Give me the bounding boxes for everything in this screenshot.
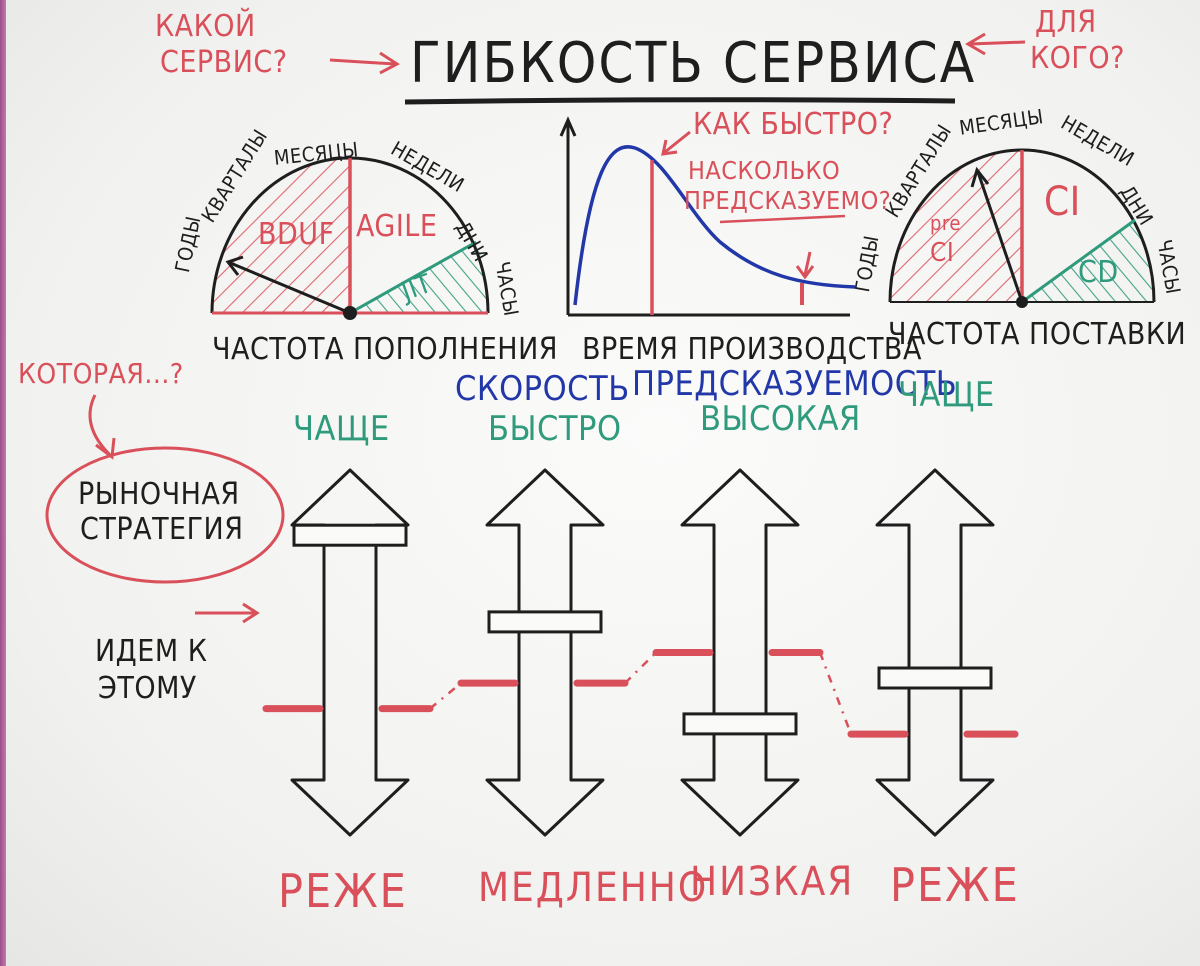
target-connector-2: [624, 651, 657, 684]
distribution-curve: [573, 145, 856, 306]
scale1-bottom: РЕЖЕ: [278, 864, 408, 918]
scale4-top: ЧАЩЕ: [898, 375, 995, 415]
right-gauge: [888, 148, 1156, 308]
strategy-label-1: РЫНОЧНАЯ: [78, 477, 240, 512]
segment-bduf: BDUF: [258, 217, 335, 252]
question-for-whom-2: КОГО?: [1030, 41, 1125, 76]
arrow-left-question-head: [379, 51, 400, 75]
scale-2-arrow: [485, 468, 605, 837]
strategy-label-2: СТРАТЕГИЯ: [80, 512, 244, 547]
segment-ci-small: CI: [930, 238, 955, 268]
question-predictability-1: НАСКОЛЬКО: [688, 156, 841, 185]
scale3-top: ВЫСОКАЯ: [700, 399, 861, 439]
question-speed: КАК БЫСТРО?: [693, 107, 894, 142]
segment-ci-large: CI: [1044, 179, 1081, 225]
scale2-heading: СКОРОСТЬ: [455, 369, 630, 409]
strategy-question: КОТОРАЯ...?: [18, 357, 184, 390]
title-underline: [404, 97, 956, 105]
scale2-top: БЫСТРО: [488, 409, 622, 449]
arrow-right-question: [969, 40, 1026, 46]
bduf-hatch: [212, 158, 350, 313]
left-gauge: [210, 156, 490, 320]
question-which-service-1: КАКОЙ: [155, 9, 256, 44]
board-frame-edge: [0, 0, 6, 966]
preci-hatch: [890, 150, 1022, 302]
scale1-top: ЧАЩЕ: [293, 409, 390, 449]
scale3-bottom: НИЗКАЯ: [690, 859, 855, 905]
scales-layer: [262, 468, 1019, 837]
scale3-heading: ПРЕДСКАЗУЕМОСТЬ: [632, 364, 958, 404]
arrow-right-question-head: [965, 32, 986, 56]
target-connector-3: [818, 652, 853, 735]
right-needle: [976, 171, 1024, 303]
question-for-whom-1: ДЛЯ: [1035, 5, 1097, 40]
speed-pointer: [664, 130, 691, 154]
scale-4-arrow: [875, 468, 995, 837]
left-needle: [227, 260, 351, 315]
predictability-pointer: [803, 251, 812, 276]
page-title: ГИБКОСТЬ СЕРВИСА: [410, 31, 977, 96]
scale-1-current-marker: [292, 523, 408, 547]
cd-hatch: [1022, 220, 1155, 302]
middle-chart-caption: ВРЕМЯ ПРОИЗВОДСТВА: [582, 332, 922, 367]
segment-agile: AGILE: [356, 209, 438, 244]
target-connector-1: [429, 682, 462, 710]
strategy-ellipse: [45, 446, 285, 584]
scale-2-current-marker: [487, 610, 603, 634]
target-label-2: ЭТОМУ: [98, 671, 197, 706]
segment-cd: CD: [1078, 255, 1119, 290]
left-gauge-caption: ЧАСТОТА ПОПОЛНЕНИЯ: [212, 332, 559, 367]
left-pivot: [343, 306, 357, 320]
right-pivot: [1016, 296, 1028, 308]
arrow-left-question: [329, 58, 396, 66]
strategy-pointer: [88, 394, 112, 457]
question-which-service-2: СЕРВИС?: [160, 45, 288, 80]
target-label-1: ИДЕМ К: [95, 634, 208, 669]
scale-3-arrow: [680, 468, 800, 837]
scale-4-current-marker: [877, 666, 993, 690]
scale2-bottom: МЕДЛЕННО: [478, 865, 709, 911]
question-predictability-2: ПРЕДСКАЗУЕМО?: [684, 186, 892, 215]
scale4-bottom: РЕЖЕ: [890, 858, 1020, 912]
lead-time-chart: [559, 116, 856, 317]
segment-pre: pre: [930, 211, 961, 235]
scale-3-current-marker: [682, 712, 798, 736]
right-gauge-caption: ЧАСТОТА ПОСТАВКИ: [888, 317, 1187, 352]
